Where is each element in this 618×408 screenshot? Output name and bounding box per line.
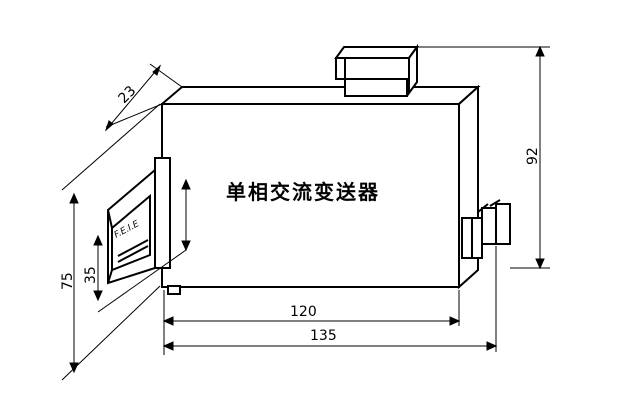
dimension-depth-label: 23	[116, 83, 140, 107]
dimension-rail-height	[61, 103, 161, 381]
side-terminal-block	[461, 199, 511, 259]
housing-top-face	[159, 86, 481, 105]
dimension-depth	[104, 63, 183, 132]
dimension-width-body-label: 120	[290, 304, 317, 320]
housing-front-face	[161, 103, 460, 288]
transmitter-housing	[159, 84, 481, 290]
dimension-rail-inner-label: 35	[83, 266, 99, 284]
dimension-width-total	[162, 246, 498, 352]
dimension-height-total-label: 92	[525, 147, 541, 165]
dimension-rail-inner	[93, 178, 191, 313]
dimension-rail-height-label: 75	[60, 272, 76, 290]
dimension-width-total-label: 135	[310, 328, 337, 344]
dimension-width-body	[162, 290, 461, 355]
top-terminal-block	[334, 43, 419, 97]
din-rail-clip	[107, 157, 181, 295]
device-label: 单相交流变送器	[226, 180, 380, 204]
dimension-height-total	[417, 45, 550, 270]
